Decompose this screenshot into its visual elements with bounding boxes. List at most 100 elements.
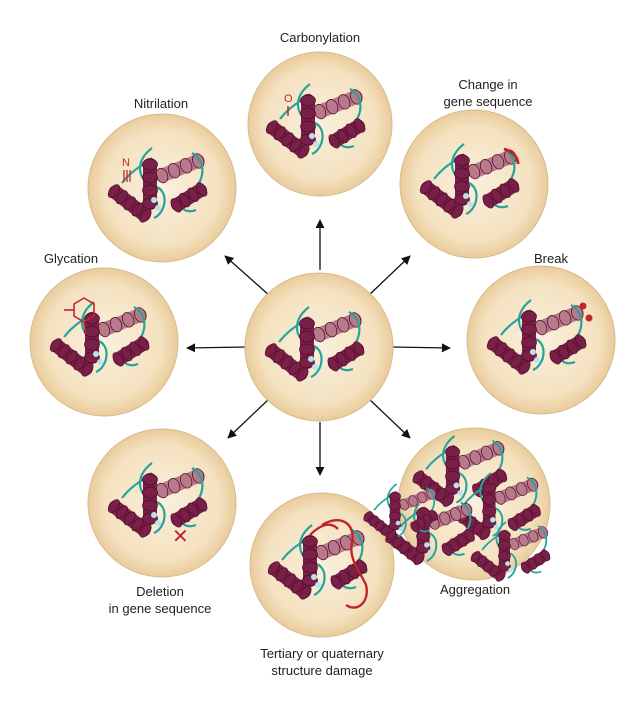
disc-background bbox=[29, 267, 179, 417]
helix-right bbox=[482, 178, 520, 209]
protein-fold bbox=[107, 462, 208, 538]
disc-aggregation bbox=[363, 427, 551, 582]
label-carbonylation: Carbonylation bbox=[279, 30, 361, 45]
disc-background bbox=[399, 109, 549, 259]
label-break: Break bbox=[534, 251, 568, 266]
helix-right bbox=[441, 528, 475, 557]
helix-right bbox=[327, 341, 365, 372]
helix-back bbox=[508, 526, 549, 551]
disc-carbonylation: O bbox=[247, 51, 393, 197]
damaged-segment bbox=[321, 519, 368, 609]
helix-left bbox=[107, 184, 152, 223]
helix-center bbox=[389, 491, 401, 531]
aggregate-protein bbox=[363, 483, 439, 540]
label-glycation: Glycation bbox=[43, 251, 99, 266]
arrow-to-glycation bbox=[186, 343, 247, 353]
helix-left bbox=[419, 180, 464, 219]
arrow-to-break bbox=[391, 343, 451, 353]
helix-center bbox=[498, 529, 511, 572]
aggregate-protein bbox=[470, 521, 551, 582]
nitrile-mark: N bbox=[122, 157, 130, 169]
disc-nitrilation: N bbox=[87, 113, 237, 263]
carbonyl-mark: O bbox=[284, 93, 293, 105]
bead bbox=[530, 349, 536, 355]
helix-center bbox=[84, 312, 100, 364]
bead bbox=[467, 201, 473, 207]
helix-center bbox=[445, 445, 461, 495]
helix-center bbox=[521, 310, 537, 362]
protein-fold bbox=[486, 299, 587, 375]
disc-background bbox=[247, 51, 393, 197]
disc-center bbox=[244, 272, 394, 422]
helix-back bbox=[312, 312, 362, 343]
mutation-segment bbox=[503, 147, 520, 165]
helix-back bbox=[97, 307, 147, 338]
helix-left bbox=[470, 550, 506, 582]
label-gene-change: Change in gene sequence bbox=[443, 77, 533, 109]
arrow-to-gene-change bbox=[367, 255, 411, 297]
label-nitrilation: Nitrilation bbox=[133, 96, 189, 111]
helix-left bbox=[267, 561, 312, 600]
arrow-to-aggregation bbox=[367, 397, 411, 439]
bead bbox=[309, 133, 315, 139]
bead bbox=[311, 574, 317, 580]
helix-back bbox=[467, 149, 517, 180]
helix-left bbox=[265, 120, 310, 159]
bead bbox=[97, 359, 103, 365]
break-end bbox=[579, 302, 587, 310]
disc-break bbox=[466, 265, 616, 415]
protein-fold bbox=[385, 497, 475, 566]
helix-right bbox=[410, 509, 439, 533]
helix-right bbox=[170, 497, 208, 528]
bead bbox=[463, 193, 469, 199]
protein-fold bbox=[265, 83, 366, 159]
deletion-mark: ✕ bbox=[172, 524, 189, 548]
disc-background bbox=[249, 492, 395, 638]
helix-center bbox=[300, 94, 316, 146]
helix-center bbox=[299, 317, 315, 369]
label-aggregation: Aggregation bbox=[439, 582, 511, 597]
helix-left bbox=[49, 338, 94, 377]
disc-background bbox=[466, 265, 616, 415]
helix-left bbox=[363, 511, 397, 540]
protein-fold bbox=[363, 483, 439, 540]
arrows bbox=[186, 219, 451, 476]
bead bbox=[93, 351, 99, 357]
bead bbox=[155, 520, 161, 526]
bead bbox=[505, 561, 510, 566]
protein-fold bbox=[470, 521, 551, 582]
damaged-segment bbox=[309, 523, 339, 536]
arrow-to-deletion bbox=[227, 397, 271, 439]
helix-left bbox=[107, 499, 152, 538]
bead bbox=[398, 526, 404, 532]
disc-background bbox=[87, 428, 237, 578]
helix-left bbox=[412, 470, 455, 507]
bead bbox=[312, 364, 318, 370]
helix-left bbox=[264, 343, 309, 382]
protein-fold bbox=[419, 143, 520, 219]
break-end bbox=[585, 314, 593, 322]
helix-center bbox=[302, 535, 318, 587]
helix-right bbox=[549, 334, 587, 365]
helix-right bbox=[112, 336, 150, 367]
bead bbox=[493, 524, 500, 530]
disc-deletion: ✕ bbox=[87, 428, 237, 578]
disc-gene-change bbox=[399, 109, 549, 259]
helix-left bbox=[385, 530, 425, 566]
protein-fold bbox=[264, 306, 365, 382]
bead bbox=[315, 582, 321, 588]
bead bbox=[151, 197, 157, 203]
helix-left bbox=[486, 336, 531, 375]
helix-back bbox=[494, 477, 539, 505]
discs: O N ✕ bbox=[29, 51, 616, 638]
disc-background bbox=[87, 113, 237, 263]
bead bbox=[155, 205, 161, 211]
helix-center bbox=[454, 154, 470, 206]
bead bbox=[453, 482, 460, 489]
helix-right bbox=[507, 503, 541, 532]
helix-right bbox=[520, 549, 551, 574]
bead bbox=[490, 517, 496, 523]
glycation-ring bbox=[73, 297, 95, 323]
